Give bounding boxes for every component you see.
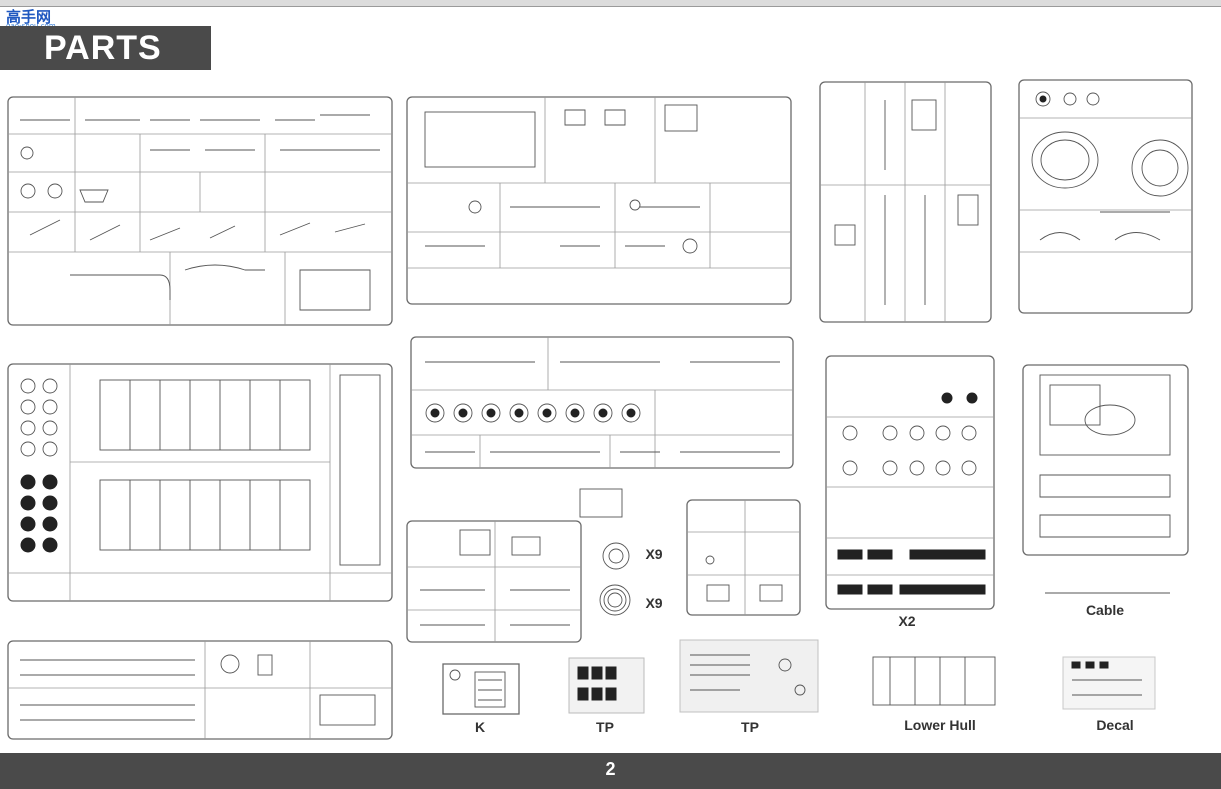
decal-label: Decal	[1096, 717, 1134, 733]
sprue-j	[406, 520, 582, 643]
lower-hull-label: Lower Hull	[904, 717, 976, 733]
sprue-i	[7, 640, 393, 740]
page-number: 2	[605, 759, 616, 779]
page-footer: 2	[0, 753, 1221, 789]
tire-quantity-label-1: X9	[645, 546, 663, 562]
road-wheels-dark	[20, 474, 58, 553]
lower-hull-part	[872, 656, 996, 706]
photoetch-tp-left	[568, 657, 645, 714]
tp-right-label: TP	[741, 719, 759, 735]
road-wheels-light	[20, 378, 58, 457]
tire-quantity-label-2: X9	[645, 595, 663, 611]
sprue-h	[1022, 364, 1189, 594]
tp-left-label: TP	[596, 719, 614, 735]
sprue-a	[7, 96, 393, 326]
k-label: K	[474, 719, 486, 735]
sprue-l	[686, 499, 801, 616]
photoetch-tp-right	[679, 639, 819, 713]
decal-sheet	[1062, 656, 1156, 710]
sprue-e	[7, 363, 393, 602]
page-header: PARTS	[0, 26, 211, 70]
sprue-c	[819, 81, 992, 323]
sprue-d	[1018, 79, 1193, 314]
tire-set-1	[602, 542, 630, 570]
page-title: PARTS	[44, 29, 162, 67]
top-rule	[0, 0, 1221, 7]
sprue-b	[406, 96, 792, 305]
sprue-g	[825, 355, 995, 610]
tire-set-2	[599, 584, 631, 616]
drive-sprockets	[425, 403, 641, 423]
part-k	[442, 663, 520, 715]
sprue-g-quantity-label: X2	[898, 613, 916, 629]
cable-label: Cable	[1085, 602, 1125, 618]
watermark-logo: 高手网	[6, 8, 52, 26]
sprue-f	[410, 336, 794, 518]
